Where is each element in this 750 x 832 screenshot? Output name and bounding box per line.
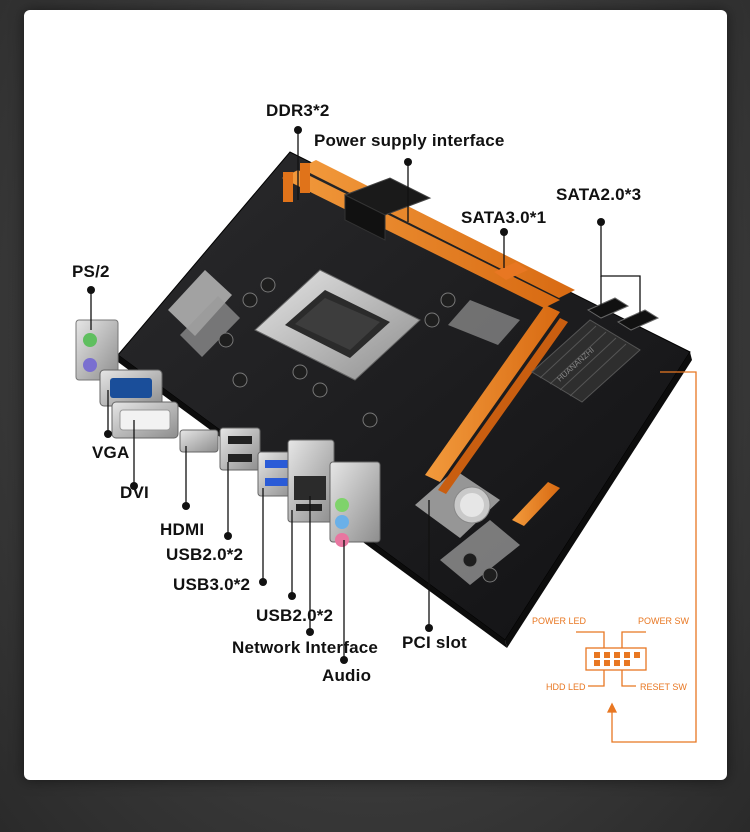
label-vga: VGA (92, 443, 130, 462)
board-stripe (168, 270, 232, 336)
label-ps2: PS/2 (72, 262, 110, 281)
label-dvi: DVI (120, 483, 149, 502)
label-usb2-a: USB2.0*2 (166, 545, 244, 564)
label-usb3: USB3.0*2 (173, 575, 251, 594)
capacitors (218, 277, 498, 583)
hdmi-port (179, 429, 219, 453)
sata2-port-1 (586, 297, 630, 319)
label-reset-sw: RESET SW (640, 682, 687, 692)
usb2-stack-a (219, 427, 261, 471)
label-hdmi: HDMI (160, 520, 205, 539)
label-power-sw: POWER SW (638, 616, 689, 626)
front-panel-pins (594, 652, 640, 666)
label-power-supply: Power supply interface (314, 131, 505, 150)
label-hdd-led: HDD LED (546, 682, 586, 692)
leader-dots (87, 126, 605, 664)
leader-lines (90, 130, 641, 660)
sata2-port-2 (616, 309, 660, 331)
label-sata2: SATA2.0*3 (556, 185, 642, 204)
label-power-led: POWER LED (532, 616, 587, 626)
label-usb2-b: USB2.0*2 (256, 606, 334, 625)
label-network: Network Interface (232, 638, 379, 657)
pcie-x1-slot (512, 482, 560, 526)
sata3-port (494, 262, 528, 280)
label-pci: PCI slot (402, 633, 467, 652)
label-ddr3: DDR3*2 (266, 101, 330, 120)
label-sata3: SATA3.0*1 (461, 208, 547, 227)
label-audio: Audio (322, 666, 372, 685)
front-panel-diagram (576, 371, 697, 743)
pci-slot (425, 305, 560, 482)
